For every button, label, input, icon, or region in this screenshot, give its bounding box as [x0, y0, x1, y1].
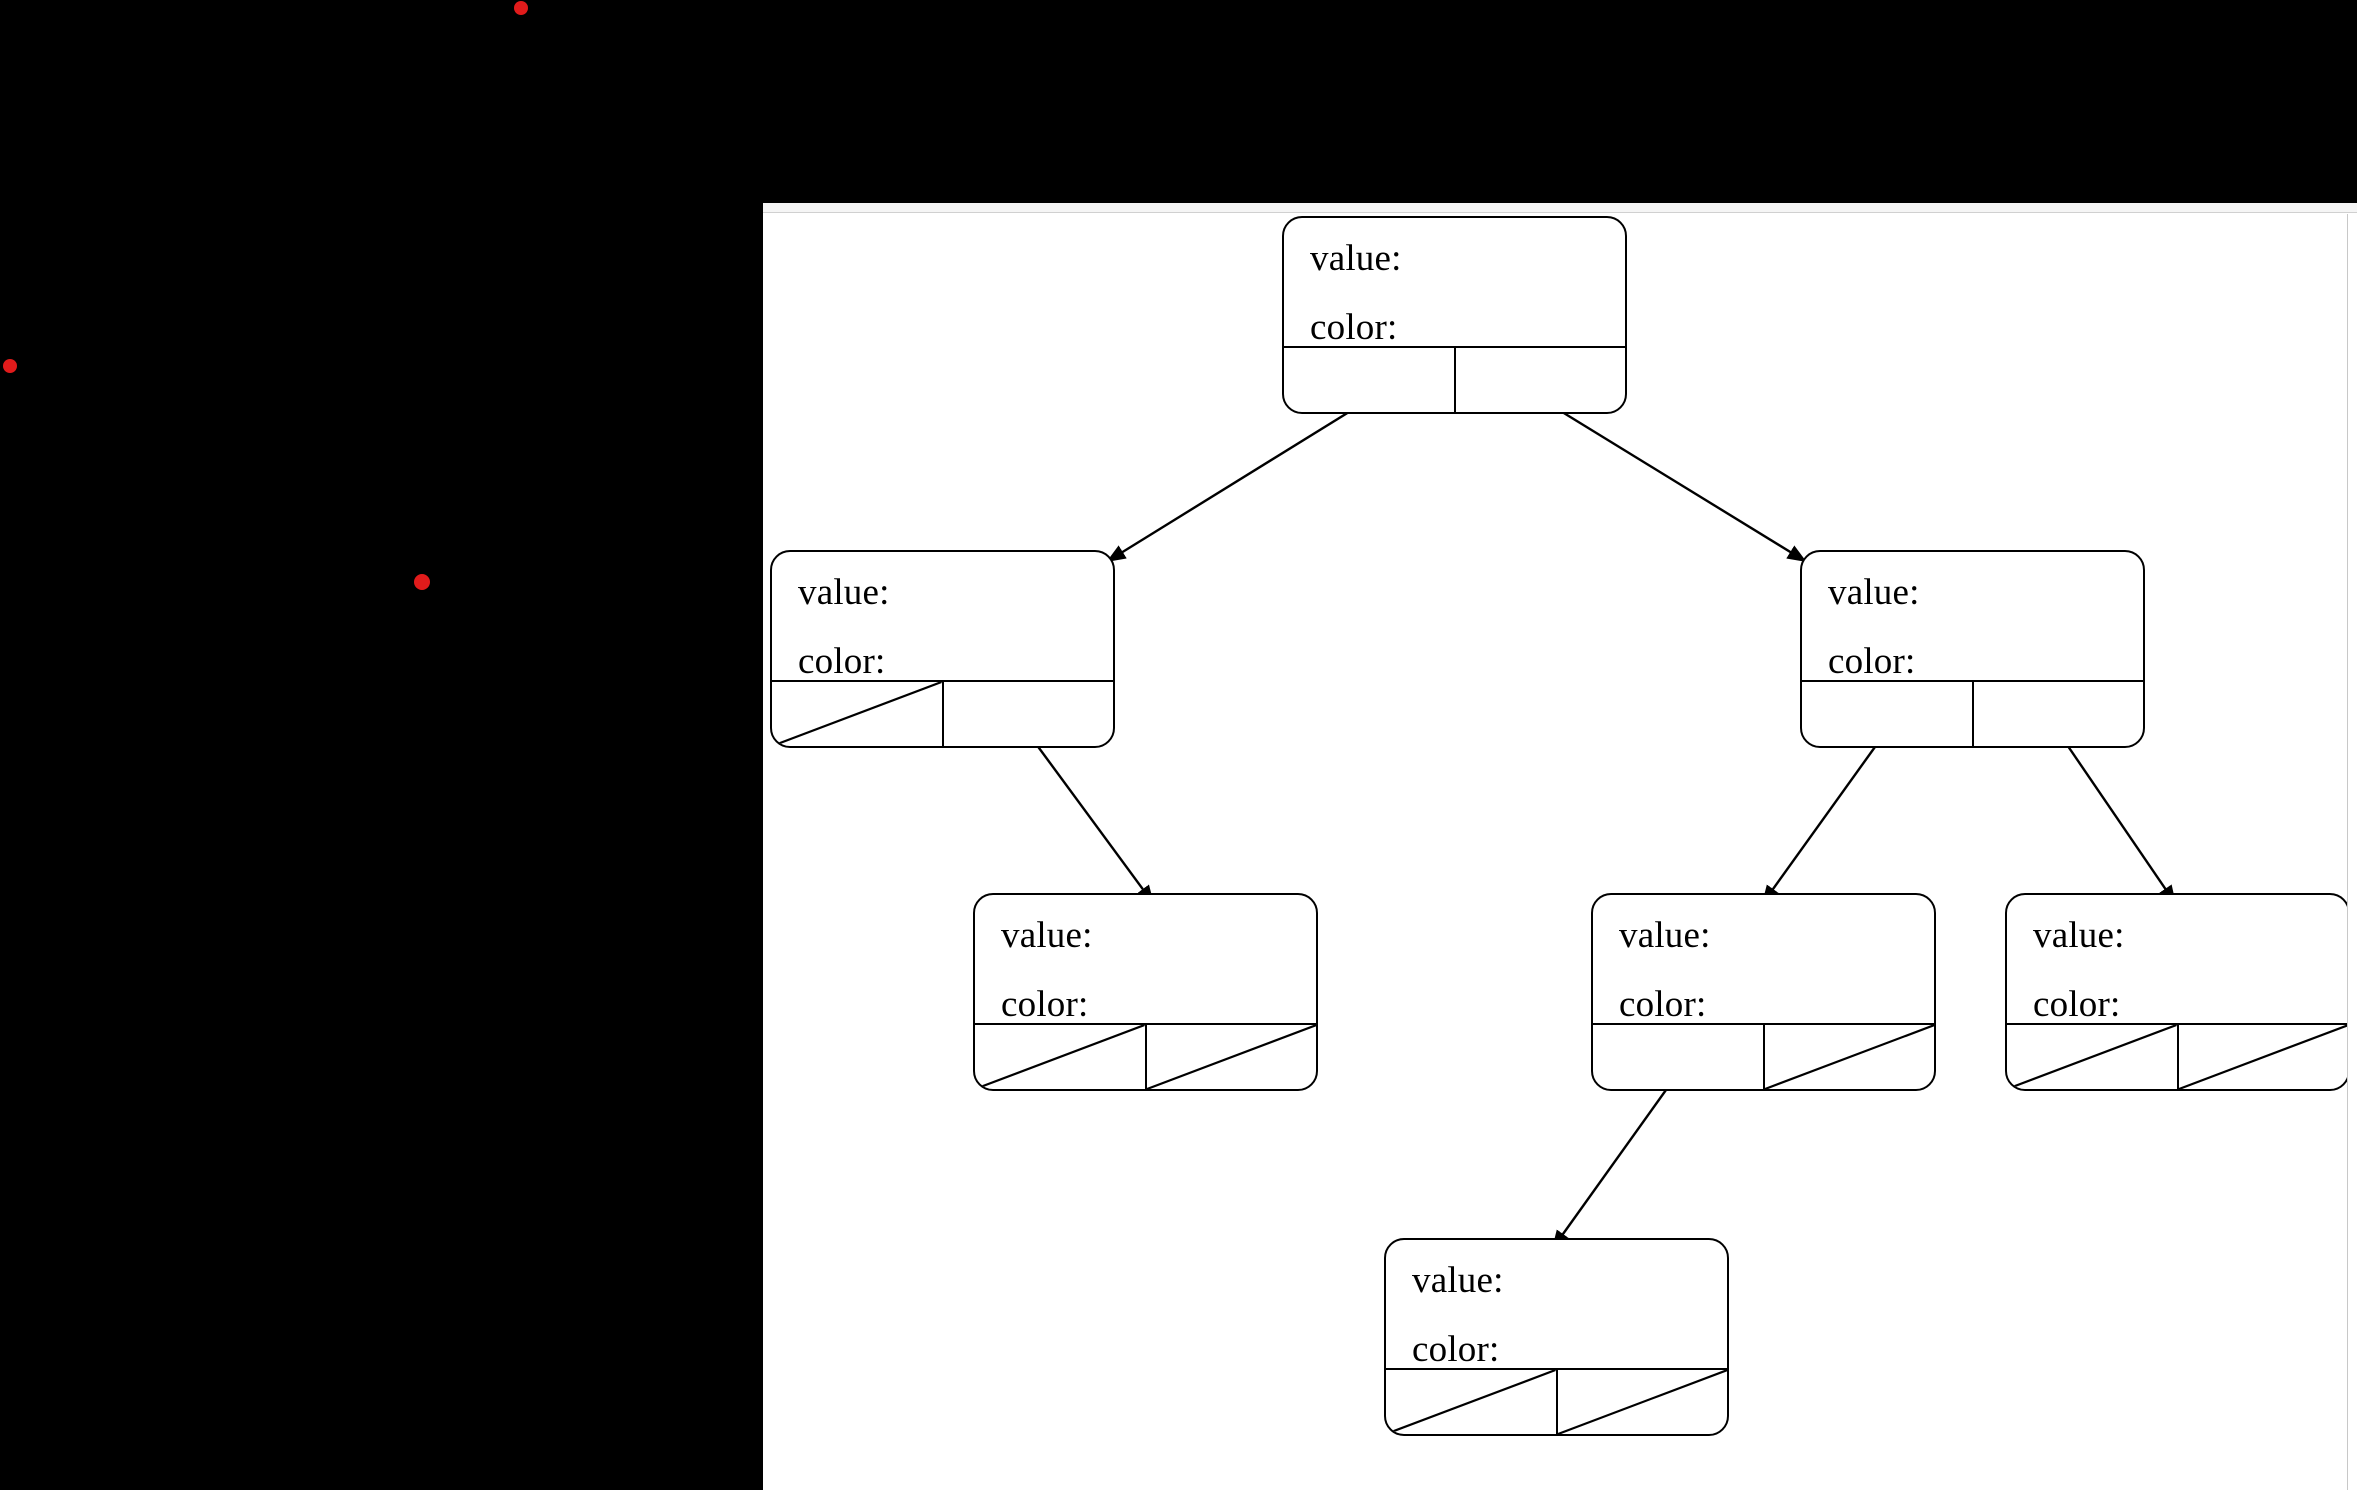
node-pointer-row — [772, 680, 1113, 746]
null-pointer-slash-icon — [2007, 1025, 2177, 1089]
edge-right-left — [1761, 732, 1886, 905]
node-fields: value: color: — [1593, 895, 1934, 1029]
node-color-label: color: — [2033, 984, 2121, 1025]
node-value-label: value: — [1619, 915, 1711, 956]
tree-node-right-right[interactable]: value: color: — [2005, 893, 2350, 1091]
node-left-pointer-cell[interactable] — [1284, 348, 1454, 412]
node-right-pointer-cell[interactable] — [1144, 1025, 1317, 1089]
node-pointer-row — [1386, 1368, 1727, 1434]
node-value-label: value: — [1412, 1260, 1504, 1301]
node-value-label: value: — [798, 572, 890, 613]
edge-root-right — [1540, 397, 1807, 563]
node-fields: value: color: — [1284, 218, 1625, 352]
node-fields: value: color: — [2007, 895, 2348, 1029]
node-right-pointer-cell[interactable] — [2176, 1025, 2349, 1089]
node-color-label: color: — [1001, 984, 1089, 1025]
node-value-label: value: — [1828, 572, 1920, 613]
node-right-pointer-cell[interactable] — [1762, 1025, 1935, 1089]
node-color-label: color: — [1828, 641, 1916, 682]
node-pointer-row — [975, 1023, 1316, 1089]
node-left-pointer-cell[interactable] — [1802, 682, 1972, 746]
node-left-pointer-cell[interactable] — [975, 1025, 1145, 1089]
null-pointer-slash-icon — [1386, 1370, 1556, 1434]
node-value-label: value: — [1001, 915, 1093, 956]
null-pointer-slash-icon — [1147, 1025, 1317, 1089]
node-left-pointer-cell[interactable] — [1386, 1370, 1556, 1434]
node-left-pointer-cell[interactable] — [1593, 1025, 1763, 1089]
node-right-pointer-cell[interactable] — [1453, 348, 1626, 412]
node-fields: value: color: — [1802, 552, 2143, 686]
node-pointer-row — [1284, 346, 1625, 412]
node-right-pointer-cell[interactable] — [1971, 682, 2144, 746]
node-value-label: value: — [1310, 238, 1402, 279]
node-color-label: color: — [798, 641, 886, 682]
null-pointer-slash-icon — [1765, 1025, 1935, 1089]
tree-node-left-right[interactable]: value: color: — [973, 893, 1318, 1091]
tree-node-right[interactable]: value: color: — [1800, 550, 2145, 748]
red-dot-marker-3 — [414, 574, 430, 590]
tree-node-deep-left[interactable]: value: color: — [1384, 1238, 1729, 1436]
tree-node-right-left[interactable]: value: color: — [1591, 893, 1936, 1091]
node-pointer-row — [2007, 1023, 2348, 1089]
red-dot-marker-2 — [3, 359, 17, 373]
node-color-label: color: — [1310, 307, 1398, 348]
node-right-pointer-cell[interactable] — [1555, 1370, 1728, 1434]
node-color-label: color: — [1619, 984, 1707, 1025]
diagram-canvas: value:color:value:color:value:color:valu… — [763, 203, 2357, 1490]
edge-root-left — [1106, 397, 1371, 563]
vertical-scrollbar[interactable] — [2347, 214, 2357, 1490]
edge-right-left-deep — [1551, 1075, 1677, 1250]
node-fields: value: color: — [772, 552, 1113, 686]
node-right-pointer-cell[interactable] — [941, 682, 1114, 746]
node-pointer-row — [1593, 1023, 1934, 1089]
null-pointer-slash-icon — [975, 1025, 1145, 1089]
edge-right-right — [2058, 732, 2177, 905]
node-left-pointer-cell[interactable] — [2007, 1025, 2177, 1089]
tree-node-left[interactable]: value: color: — [770, 550, 1115, 748]
null-pointer-slash-icon — [772, 682, 942, 746]
edge-left-right — [1027, 732, 1155, 905]
canvas-topbar — [763, 203, 2357, 213]
node-fields: value: color: — [1386, 1240, 1727, 1374]
tree-node-root[interactable]: value: color: — [1282, 216, 1627, 414]
null-pointer-slash-icon — [2179, 1025, 2349, 1089]
node-value-label: value: — [2033, 915, 2125, 956]
null-pointer-slash-icon — [1558, 1370, 1728, 1434]
node-left-pointer-cell[interactable] — [772, 682, 942, 746]
node-color-label: color: — [1412, 1329, 1500, 1370]
red-dot-marker-1 — [514, 1, 528, 15]
node-pointer-row — [1802, 680, 2143, 746]
node-fields: value: color: — [975, 895, 1316, 1029]
